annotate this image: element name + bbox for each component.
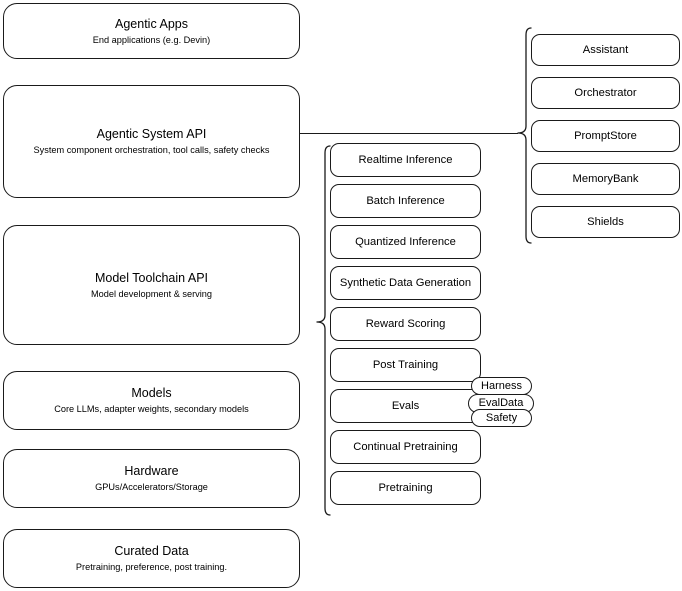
toolchain-box-label: Continual Pretraining — [353, 441, 458, 453]
toolchain-box-label: Batch Inference — [366, 195, 445, 207]
toolchain-box-label: Synthetic Data Generation — [339, 277, 472, 289]
agentic-system-bracket — [517, 27, 532, 244]
layer-title: Agentic System API — [96, 127, 207, 141]
toolchain-box-quantized-inference[interactable]: Quantized Inference — [330, 225, 481, 259]
layer-title: Hardware — [124, 464, 179, 478]
agentic-system-api-connector — [300, 133, 518, 135]
toolchain-box-pretraining[interactable]: Pretraining — [330, 471, 481, 505]
layer-title: Curated Data — [114, 544, 189, 558]
toolchain-box-label: Reward Scoring — [365, 318, 446, 330]
system-box-assistant[interactable]: Assistant — [531, 34, 680, 66]
system-box-label: MemoryBank — [572, 173, 639, 185]
system-box-memorybank[interactable]: MemoryBank — [531, 163, 680, 195]
evals-tag-safety[interactable]: Safety — [471, 409, 532, 427]
system-box-label: Orchestrator — [574, 87, 637, 99]
layer-subtitle: GPUs/Accelerators/Storage — [95, 482, 208, 492]
system-box-orchestrator[interactable]: Orchestrator — [531, 77, 680, 109]
toolchain-box-label: Quantized Inference — [355, 236, 456, 248]
layer-subtitle: Model development & serving — [90, 288, 213, 299]
toolchain-box-label: Pretraining — [378, 482, 433, 494]
layer-subtitle: System component orchestration, tool cal… — [33, 145, 270, 155]
system-box-promptstore[interactable]: PromptStore — [531, 120, 680, 152]
toolchain-box-synthetic-data-generation[interactable]: Synthetic Data Generation — [330, 266, 481, 300]
toolchain-box-label: Evals — [391, 400, 420, 412]
evals-tag-label: EvalData — [478, 397, 524, 409]
layer-box-agentic-system-api[interactable]: Agentic System API System component orche… — [3, 85, 300, 198]
system-box-label: PromptStore — [574, 130, 637, 142]
toolchain-box-evals[interactable]: Evals — [330, 389, 481, 423]
model-toolchain-bracket — [316, 145, 331, 516]
system-box-label: Shields — [587, 216, 624, 228]
layer-subtitle: Core LLMs, adapter weights, secondary mo… — [54, 404, 249, 414]
system-box-shields[interactable]: Shields — [531, 206, 680, 238]
toolchain-box-label: Realtime Inference — [358, 154, 453, 166]
layer-subtitle: Pretraining, preference, post training. — [75, 562, 228, 572]
toolchain-box-batch-inference[interactable]: Batch Inference — [330, 184, 481, 218]
layer-title: Agentic Apps — [115, 16, 188, 31]
layer-title: Model Toolchain API — [94, 270, 209, 285]
layer-title: Models — [131, 386, 172, 400]
system-box-label: Assistant — [582, 44, 629, 56]
toolchain-box-continual-pretraining[interactable]: Continual Pretraining — [330, 430, 481, 464]
toolchain-box-label: Post Training — [372, 359, 439, 371]
evals-tag-label: Safety — [485, 411, 518, 424]
toolchain-box-realtime-inference[interactable]: Realtime Inference — [330, 143, 481, 177]
evals-tag-harness[interactable]: Harness — [471, 377, 532, 395]
toolchain-box-post-training[interactable]: Post Training — [330, 348, 481, 382]
toolchain-box-reward-scoring[interactable]: Reward Scoring — [330, 307, 481, 341]
layer-subtitle: End applications (e.g. Devin) — [92, 34, 211, 45]
evals-tag-label: Harness — [481, 379, 522, 392]
layer-box-model-toolchain-api[interactable]: Model Toolchain API Model development & s… — [3, 225, 300, 345]
